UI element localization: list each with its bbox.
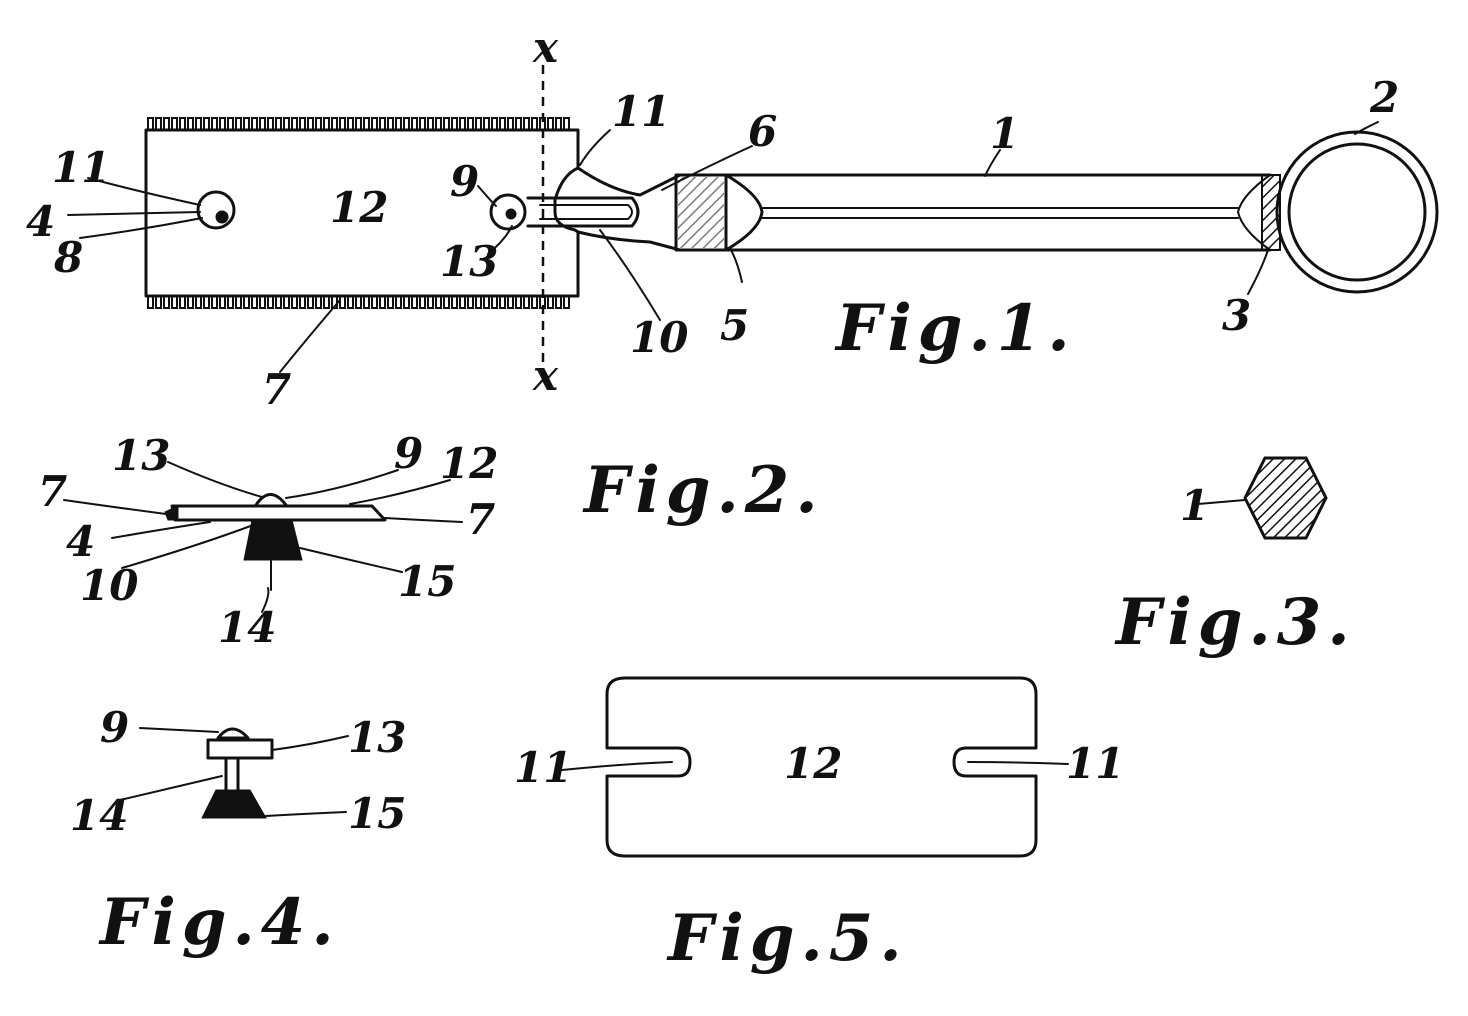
- fig1-label-13: 13: [440, 237, 498, 286]
- fig2-label-10: 10: [80, 561, 138, 610]
- fig1-label-3: 3: [1222, 291, 1251, 340]
- fig5-caption: Fig.5.: [666, 901, 908, 976]
- fig4-label-14: 14: [70, 791, 128, 840]
- fig3-hexagon-section: [1245, 458, 1326, 538]
- fig4-screw-head: [218, 729, 248, 738]
- fig3-handle-cross-section: 1 Fig.3.: [1114, 458, 1356, 660]
- fig1-label-8: 8: [53, 233, 83, 282]
- fig2-label-7-right: 7: [466, 495, 495, 544]
- fig1-screw-head-right-shade: [506, 209, 516, 219]
- fig4-washer: [208, 740, 272, 758]
- fig1-label-1: 1: [990, 109, 1019, 158]
- fig5-blade-plan: 11 12 11 Fig.5.: [514, 678, 1124, 976]
- fig4-label-15: 15: [348, 789, 406, 838]
- fig1-blade-serrated-edge-top: [148, 118, 572, 130]
- fig1-label-10: 10: [630, 313, 688, 362]
- fig1-label-12: 12: [330, 183, 388, 232]
- fig1-ferrule-cone: [726, 175, 762, 250]
- fig1-label-6: 6: [748, 107, 777, 156]
- fig5-label-11-right: 11: [1066, 739, 1124, 788]
- fig2-label-7-left: 7: [38, 467, 67, 516]
- fig4-label-9: 9: [100, 703, 129, 752]
- fig2-label-9: 9: [394, 429, 423, 478]
- fig1-label-5: 5: [720, 301, 749, 350]
- fig1-razor-assembly: x x 11 4 8 12 9 13 11 6 1 2 3 10 5 7 Fig…: [26, 23, 1437, 414]
- fig2-blade-plate: [172, 506, 385, 520]
- fig1-slotted-shank: [528, 198, 638, 226]
- fig1-label-2: 2: [1369, 73, 1399, 122]
- fig1-handle-neck: [578, 168, 680, 250]
- fig4-screw-detail: 9 13 14 15 Fig.4.: [70, 703, 406, 960]
- fig3-caption: Fig.3.: [1114, 585, 1356, 660]
- fig5-label-11-left: 11: [514, 743, 572, 792]
- fig1-label-7: 7: [262, 365, 291, 414]
- fig1-label-9: 9: [450, 157, 479, 206]
- fig2-section-view: 13 9 12 7 7 4 10 15 14 Fig.2.: [38, 429, 824, 652]
- fig1-screw-head-left-shade: [216, 211, 228, 223]
- fig4-label-13: 13: [348, 713, 406, 762]
- fig1-ring-outer: [1277, 132, 1437, 292]
- fig2-label-4: 4: [66, 517, 95, 566]
- fig1-label-x-bottom: x: [532, 351, 559, 400]
- fig2-label-15: 15: [398, 557, 456, 606]
- fig1-screw-head-left: [198, 192, 234, 228]
- fig4-caption: Fig.4.: [98, 885, 340, 960]
- fig3-label-1: 1: [1180, 481, 1209, 530]
- fig2-label-12: 12: [440, 439, 498, 488]
- fig1-ferrule-shade: [678, 177, 724, 248]
- fig5-label-12: 12: [784, 739, 842, 788]
- fig1-caption: Fig.1.: [834, 291, 1076, 366]
- fig2-caption: Fig.2.: [582, 453, 824, 528]
- fig2-label-14: 14: [218, 603, 276, 652]
- fig1-label-x-top: x: [532, 23, 559, 72]
- fig1-blade-serrated-edge-bottom: [148, 296, 572, 308]
- fig1-ring-inner: [1289, 144, 1425, 280]
- fig1-label-11-left: 11: [52, 143, 110, 192]
- fig1-label-11-mid: 11: [612, 87, 670, 136]
- fig4-nut: [202, 790, 266, 818]
- fig2-label-13: 13: [112, 431, 170, 480]
- fig1-label-4: 4: [26, 197, 55, 246]
